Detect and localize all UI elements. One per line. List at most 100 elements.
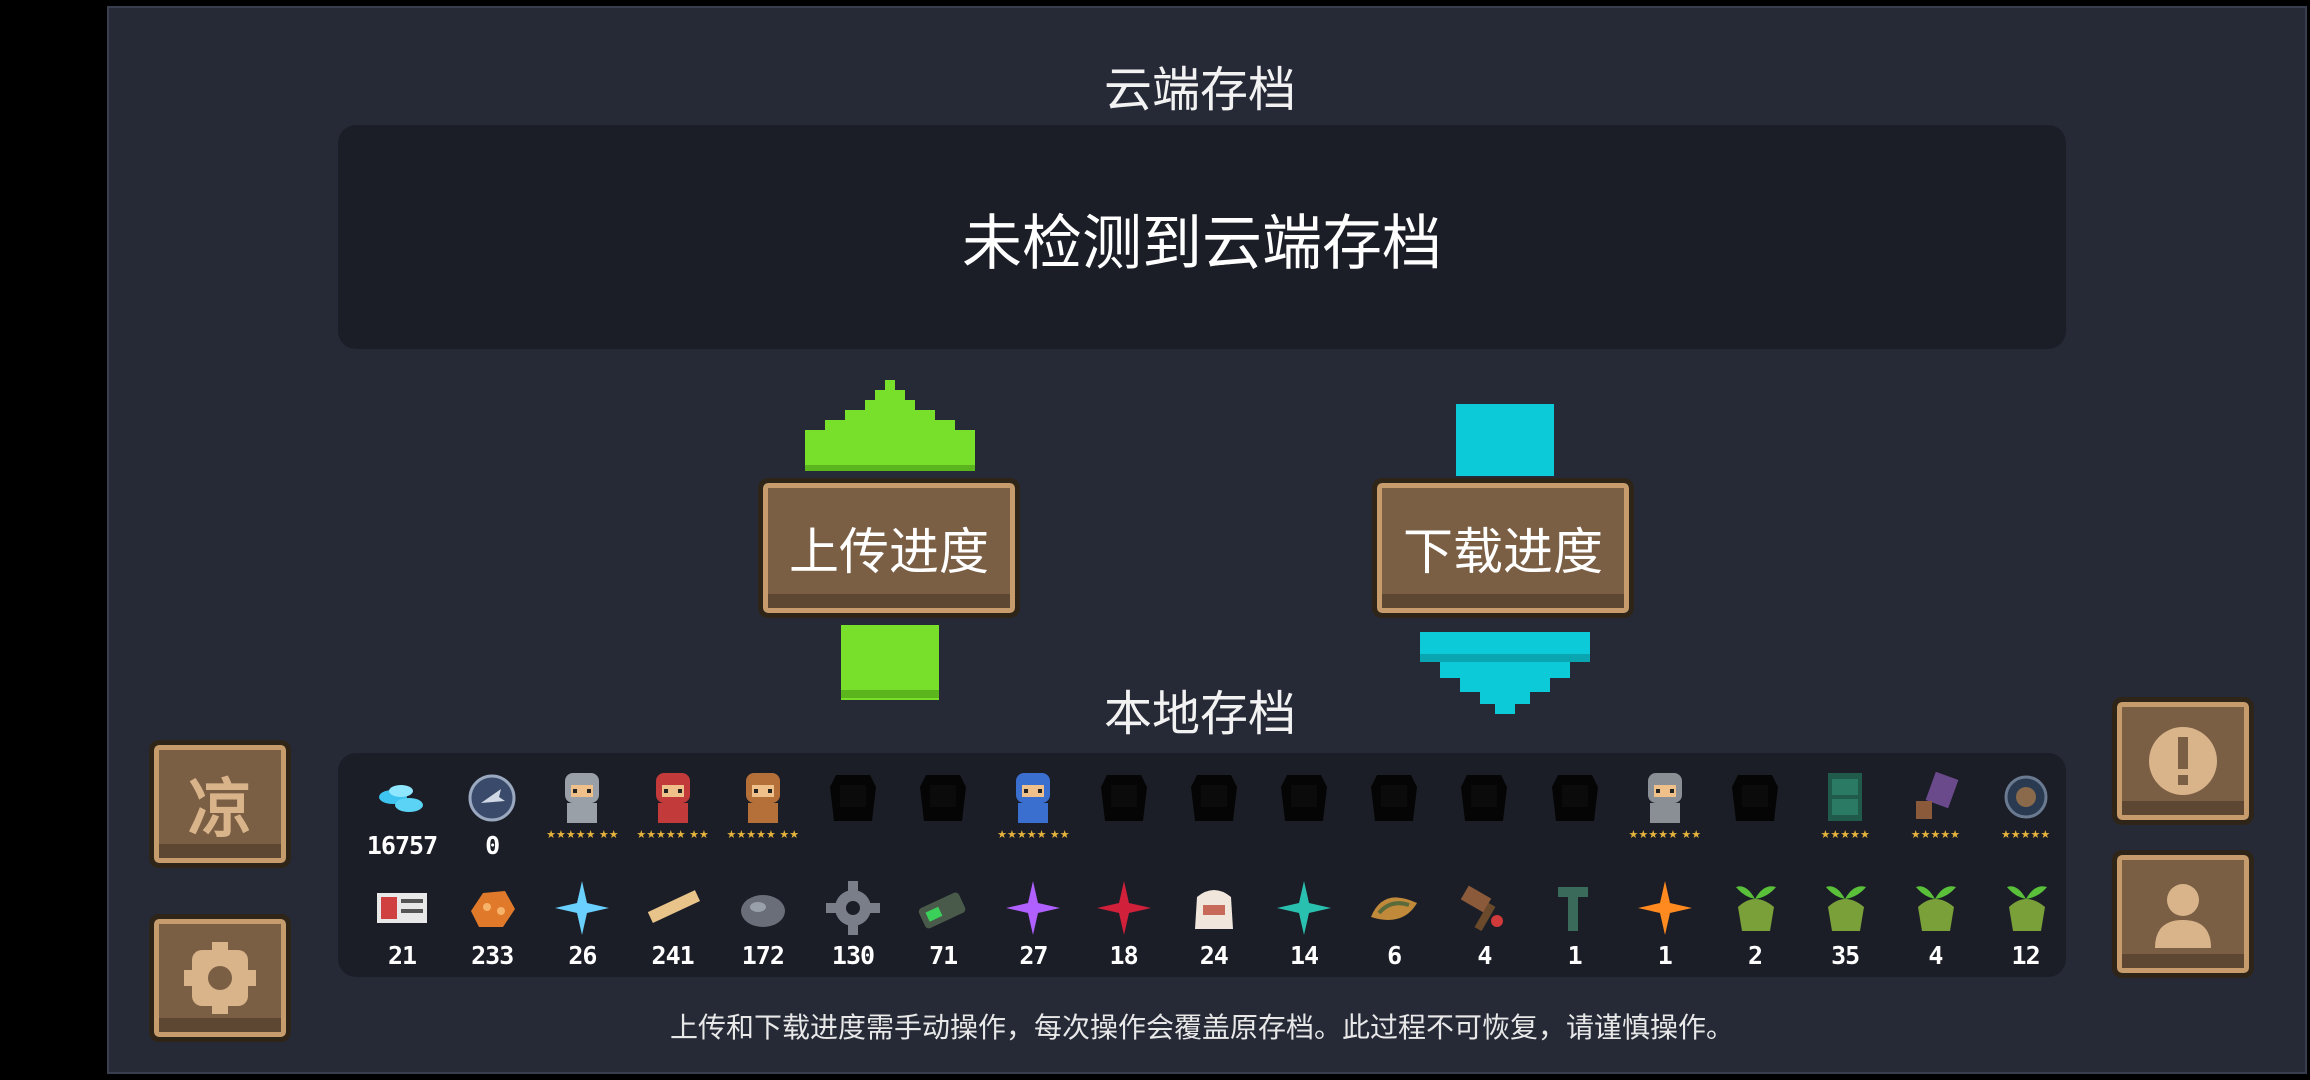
save-item (809, 767, 897, 859)
cloud-save-status: 未检测到云端存档 (962, 209, 1442, 279)
item-count: 130 (831, 941, 875, 970)
item-count (1711, 831, 1799, 859)
ticket-icon (377, 893, 427, 923)
save-item: 1 (1531, 877, 1619, 970)
save-item: 14 (1260, 877, 1348, 970)
upload-arrow-icon (805, 380, 975, 700)
locked-hero-icon (920, 775, 967, 821)
seed-bag-icon (1826, 886, 1867, 931)
item-stars: ★★★★★ ★★ (546, 828, 619, 841)
seed-bag-icon (1736, 886, 1776, 931)
red-crystal-icon (1096, 881, 1151, 935)
save-item (1260, 767, 1348, 859)
green-tool-icon (1557, 887, 1588, 931)
save-item (1711, 767, 1799, 859)
save-item (1170, 767, 1258, 859)
item-count: 1 (1567, 941, 1583, 970)
save-item: ★★★★★ ★★ (1621, 767, 1709, 853)
locked-hero-icon (1732, 775, 1778, 821)
save-item: ★★★★★ (1801, 767, 1889, 853)
item-count: 12 (2011, 941, 2041, 970)
item-count: 6 (1387, 941, 1402, 970)
upload-progress-button[interactable]: 上传进度 (758, 478, 1020, 618)
item-count: 241 (651, 941, 695, 970)
save-item: 233 (448, 877, 536, 970)
item-count: 18 (1109, 941, 1139, 970)
gear-part-icon (826, 881, 880, 935)
green-cabinet-icon (1828, 773, 1863, 821)
item-count: 24 (1199, 941, 1229, 970)
save-item: 21 (358, 877, 446, 970)
item-count: 233 (471, 941, 514, 970)
download-arrow-icon (1420, 404, 1590, 714)
save-item: 35 (1801, 877, 1889, 970)
seed-bag-icon (1916, 886, 1957, 931)
battery-icon (919, 892, 966, 929)
save-item: 26 (538, 877, 626, 970)
blue-hero-icon (1016, 773, 1051, 823)
item-stars: ★★★★★ ★★ (1628, 828, 1702, 841)
locked-hero-icon (1551, 775, 1598, 821)
ore-icon (471, 891, 516, 927)
locked-hero-icon (1461, 775, 1508, 821)
item-count (899, 831, 987, 859)
fire-crystal-icon (1637, 881, 1692, 935)
item-count: 4 (1477, 941, 1492, 970)
save-item: 6 (1350, 877, 1438, 970)
item-count: 21 (387, 941, 417, 970)
wood-plank-icon (647, 890, 700, 924)
save-item: 241 (629, 877, 717, 970)
save-item: 1 (1621, 877, 1709, 970)
locked-hero-icon (830, 775, 876, 821)
item-stars: ★★★★★ ★★ (636, 828, 709, 841)
save-item (1440, 767, 1528, 859)
knight-icon (565, 773, 600, 823)
item-count: 2 (1747, 941, 1763, 970)
item-count (1350, 831, 1438, 859)
rogue-icon (655, 773, 690, 823)
wizard-icon (745, 773, 780, 823)
exclamation-icon (2149, 727, 2217, 795)
fish-token-icon (468, 774, 516, 822)
item-stars: ★★★★★ ★★ (726, 828, 800, 841)
item-count (809, 831, 897, 859)
pot-icon (2004, 775, 2048, 819)
save-item: ★★★★★ ★★ (719, 767, 807, 853)
notice-button[interactable] (2112, 697, 2254, 825)
item-stars: ★★★★★ ★★ (997, 828, 1070, 841)
item-stars: ★★★★★ (1910, 828, 1961, 841)
gear-icon (184, 942, 256, 1014)
item-count: 1 (1657, 941, 1673, 970)
teal-crystal-icon (1277, 881, 1331, 935)
save-item: ★★★★★ (1891, 767, 1979, 853)
download-progress-button[interactable]: 下载进度 (1372, 478, 1634, 618)
item-count (1440, 831, 1528, 859)
item-count: 4 (1928, 941, 1943, 970)
item-count (1260, 831, 1348, 859)
save-item: 0 (448, 767, 536, 860)
settings-button[interactable] (149, 914, 291, 1042)
purple-crystal-icon (1006, 881, 1061, 935)
save-item: 2 (1711, 877, 1799, 970)
item-count (1080, 831, 1168, 859)
stone-icon (740, 895, 785, 927)
save-item: 24 (1170, 877, 1258, 970)
locked-hero-icon (1190, 775, 1237, 821)
item-count: 71 (929, 941, 958, 970)
save-item: 130 (809, 877, 897, 970)
liang-button[interactable]: 凉 (149, 740, 291, 868)
item-count: 26 (568, 941, 597, 970)
shell-icon (1371, 897, 1418, 920)
item-count: 27 (1019, 941, 1048, 970)
flour-sack-icon (1194, 890, 1233, 929)
save-item: 16757 (358, 767, 446, 860)
item-count: 16757 (366, 831, 438, 860)
save-item: 4 (1440, 877, 1528, 970)
save-item: ★★★★★ ★★ (538, 767, 626, 853)
locked-hero-icon (1281, 775, 1327, 821)
hammer-icon (1461, 885, 1504, 932)
save-item: 27 (989, 877, 1077, 970)
profile-button[interactable] (2112, 850, 2254, 978)
gem-coins-icon (379, 785, 423, 812)
